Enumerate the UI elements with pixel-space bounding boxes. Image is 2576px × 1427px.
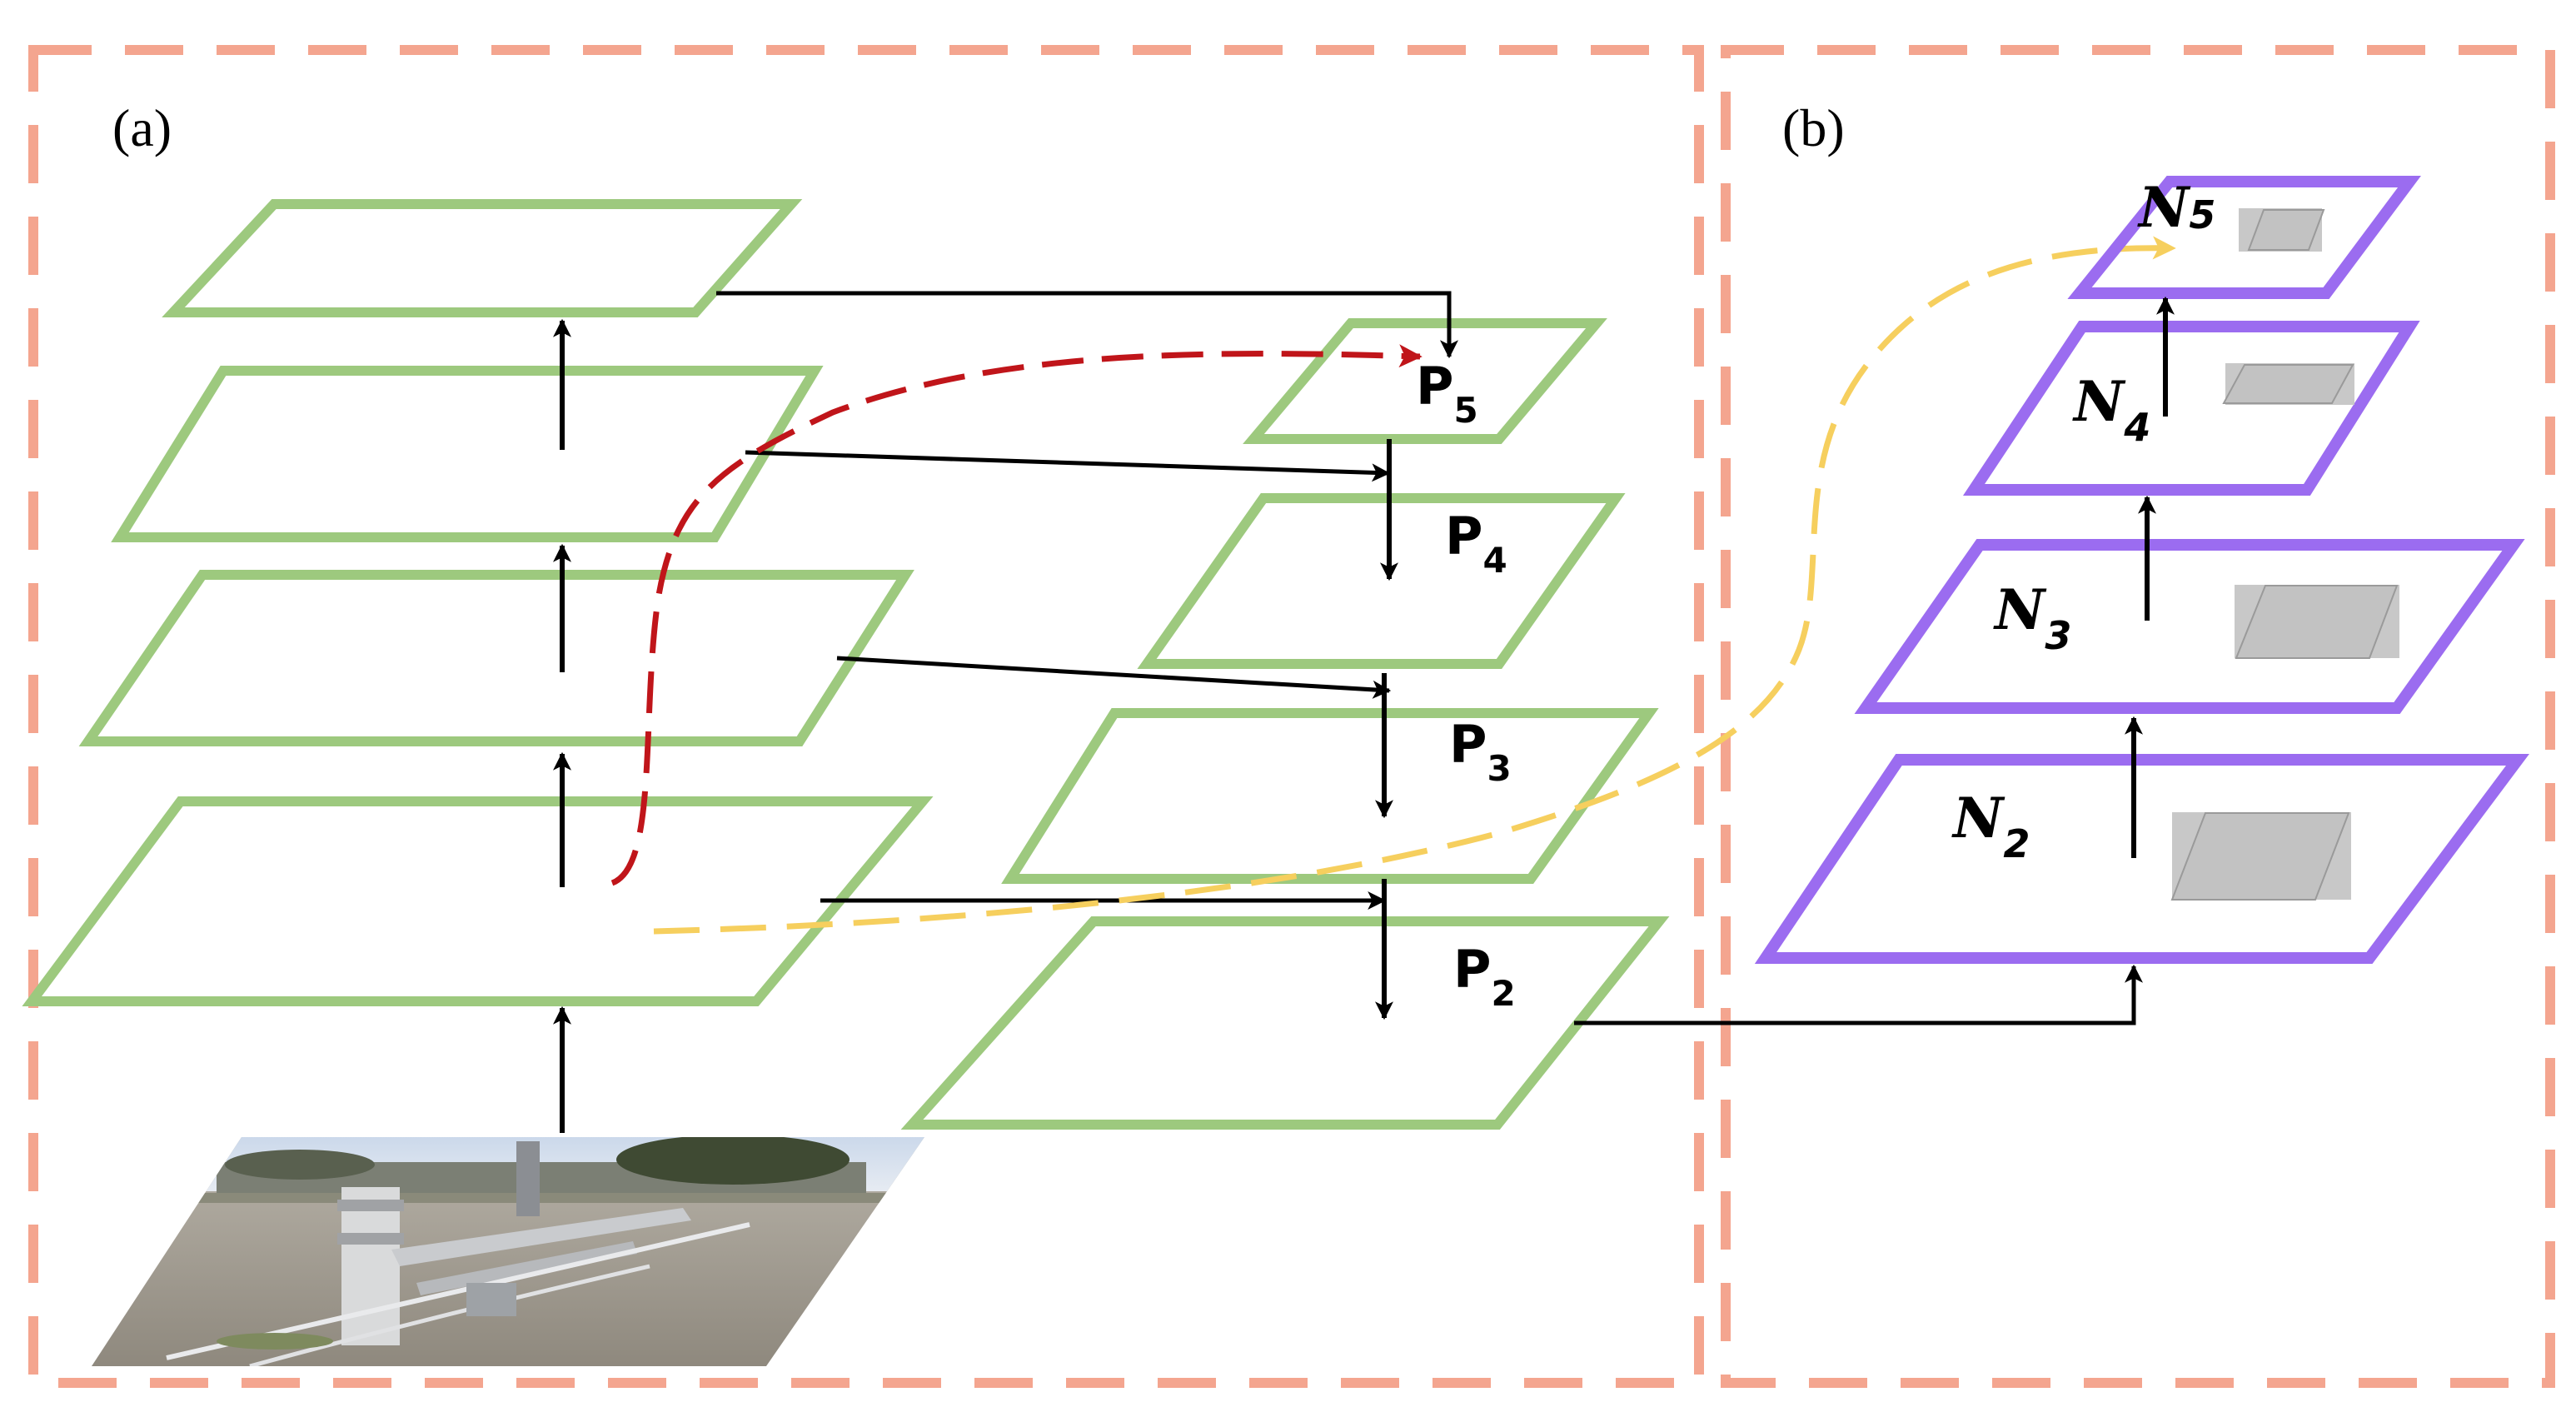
inner-box-n2	[2170, 812, 2351, 901]
red-dashed-path	[610, 344, 1423, 886]
pan-label-n2: N2	[1951, 786, 2030, 866]
fpn-labels: P5 P4 P3 P2	[1416, 356, 1516, 1014]
pan-plane-n4	[1962, 321, 2420, 496]
backbone-plane-4	[22, 796, 934, 1006]
backbone-plane-2	[111, 366, 824, 542]
fpn-plane-p3	[1001, 708, 1659, 884]
p2-to-n2-connection	[1574, 964, 2143, 1025]
topdown-arrows	[1375, 439, 1398, 1020]
fpn-plane-p4	[1137, 493, 1626, 669]
pan-label-n5: N5	[2137, 175, 2215, 240]
input-image	[92, 1137, 924, 1366]
pan-label-n4: N4	[2072, 369, 2150, 450]
lateral-connections	[716, 291, 1458, 910]
pan-labels: N5 N4 N3 N2	[1951, 175, 2215, 866]
backbone-plane-3	[78, 570, 914, 746]
inner-box-n3	[2235, 585, 2399, 659]
fpn-plane-p2	[900, 916, 1670, 1130]
fpn-label-p4: P4	[1445, 506, 1507, 581]
inner-box-n5	[2239, 208, 2325, 252]
pan-plane-n5	[2067, 176, 2421, 299]
pan-plane-n3	[1854, 539, 2525, 714]
yellow-dashed-path	[653, 236, 2176, 935]
panel-b-label: (b)	[1782, 98, 1845, 157]
pan-label-n3: N3	[1993, 577, 2071, 658]
fpn-label-p5: P5	[1416, 356, 1478, 431]
pan-inner-boxes	[2170, 208, 2399, 901]
panel-a-border	[28, 45, 1704, 1388]
pan-plane-n2	[1754, 754, 2529, 964]
pan-arrows	[2125, 296, 2175, 858]
inner-box-n4	[2222, 363, 2354, 405]
backbone-plane-1	[162, 199, 803, 317]
fpn-plane-p5	[1243, 318, 1607, 444]
fpn-planes	[900, 318, 1670, 1130]
backbone-planes	[22, 199, 934, 1006]
panel-a-label: (a)	[112, 98, 172, 157]
pan-planes	[1754, 176, 2529, 964]
fpn-label-p3: P3	[1449, 714, 1512, 789]
fpn-label-p2: P2	[1453, 939, 1516, 1014]
panel-b-border	[1721, 45, 2555, 1388]
